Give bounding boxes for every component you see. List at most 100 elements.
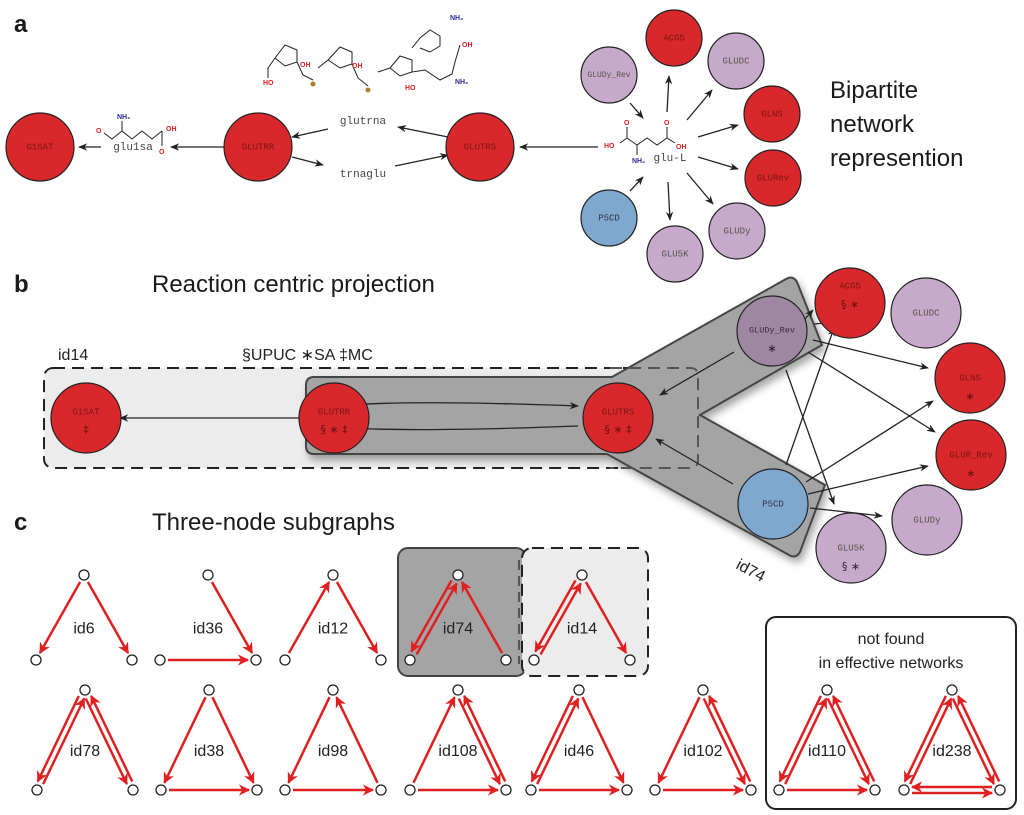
edge: [349, 402, 579, 410]
motif-label: id74: [443, 621, 473, 638]
node-gludc-b: GLUDC: [890, 277, 962, 349]
chem-atom: NH₂: [632, 158, 645, 165]
edge: [394, 153, 449, 167]
edge: [785, 327, 835, 466]
motif-edge: [784, 697, 828, 785]
node-label: GLUDC: [912, 308, 940, 318]
motif-node: [78, 569, 90, 581]
node-glurev-a: GLURev: [744, 149, 802, 207]
node-symbols: § ∗ ‡: [320, 423, 348, 436]
node-gludy-a: GLUDy: [708, 202, 766, 260]
panel-c-title: Three-node subgraphs: [152, 509, 395, 536]
edge: [686, 89, 713, 121]
motif-node: [375, 654, 387, 666]
not-found-box: [765, 616, 1017, 810]
metabolite-glu1sa: glu1sa: [113, 142, 153, 154]
node-glur-rev-b: GLUR_Rev ∗: [935, 419, 1007, 491]
motif-node: [576, 569, 588, 581]
motif-edge: [539, 582, 582, 656]
chem-atom: OH: [300, 62, 311, 69]
group-label-id14: id14: [58, 347, 88, 364]
node-label: GLUDy_Rev: [587, 71, 630, 80]
motif-edge: [957, 694, 1001, 783]
group-label-id74: id74: [733, 557, 768, 586]
chem-atom: O: [664, 120, 670, 127]
motif-node: [649, 784, 661, 796]
motif-node: [821, 684, 833, 696]
motif-node: [203, 684, 215, 696]
motif-edge: [38, 581, 82, 655]
chem-atom: OH: [352, 63, 363, 70]
panel-a-letter: a: [14, 11, 28, 38]
not-found-label-line-1: not found: [858, 631, 925, 648]
motif-id12: id12: [279, 569, 387, 666]
node-label: GLU5K: [837, 543, 865, 553]
panel-b-title: Reaction centric projection: [152, 271, 435, 298]
node-acgs-a: ACGS: [645, 9, 703, 67]
node-glns-a: GLNS: [743, 85, 801, 143]
metabolite-glu-l: glu-L: [653, 153, 686, 165]
motif-id98: id98: [279, 684, 387, 796]
node-label: GLNS: [959, 373, 981, 383]
motif-node: [994, 784, 1006, 796]
motif-node: [528, 654, 540, 666]
motif-edge: [163, 696, 207, 784]
node-p5cd-b: P5CD: [737, 468, 809, 540]
trna-molecule-structure: HO OH OH OH HO NH₂ NH₂: [263, 15, 473, 93]
motif-edge: [287, 580, 331, 654]
chem-atom: O: [96, 128, 102, 135]
motif-label: id6: [73, 621, 94, 638]
node-label: ACGS: [663, 33, 685, 43]
panel-a-title-line-2: network: [830, 111, 915, 138]
motif-edge: [536, 697, 580, 785]
panel-a-title-line-3: represention: [830, 145, 963, 172]
chem-atom: OH: [462, 42, 473, 49]
chem-atom: O: [624, 120, 630, 127]
motif-id74: id74: [404, 569, 512, 666]
motif-node: [79, 684, 91, 696]
edge: [665, 181, 674, 221]
node-glns-b: GLNS ∗: [934, 342, 1006, 414]
edge: [807, 464, 929, 495]
motif-edge: [951, 697, 995, 786]
motif-node: [898, 784, 910, 796]
motif-edge: [86, 581, 130, 655]
motif-node: [327, 569, 339, 581]
motif-edge: [335, 696, 379, 784]
motif-edge: [460, 580, 504, 654]
node-glutrs-b: GLUTRS § ∗ ‡: [582, 382, 654, 454]
motif-node: [946, 684, 958, 696]
edge: [805, 400, 934, 483]
motif-edge: [36, 695, 80, 783]
node-label: GLUDy_Rev: [749, 325, 795, 335]
node-symbols: ∗: [767, 342, 776, 355]
edge: [697, 123, 739, 138]
motif-edge: [778, 695, 822, 783]
motif-node: [621, 784, 633, 796]
motif-edge: [657, 696, 701, 784]
node-symbols: § ∗ ‡: [604, 423, 632, 436]
metabolite-glutrna: glutrna: [340, 116, 387, 128]
node-label: GLNS: [761, 109, 783, 119]
node-label: P5CD: [598, 213, 620, 223]
motif-edge: [909, 697, 953, 785]
motif-edge: [84, 697, 128, 786]
node-glutrs-a: GLUTRS: [445, 112, 515, 182]
edge: [291, 128, 329, 139]
node-acgs-b: ACGS § ∗: [814, 267, 886, 339]
chem-atom: HO: [405, 85, 416, 92]
chem-atom: NH₂: [450, 15, 463, 22]
node-symbols: § ∗: [842, 560, 860, 573]
motif-id38: id38: [155, 684, 263, 796]
node-gludy-rev-a: GLUDy_Rev: [580, 46, 638, 104]
edge: [397, 125, 449, 138]
glu-l-molecule-structure: HO OH O O NH₂: [604, 120, 687, 165]
node-glu5k-a: GLU5K: [646, 225, 704, 283]
motif-edge: [211, 696, 255, 784]
motif-edge: [287, 696, 331, 784]
motif-node: [773, 784, 785, 796]
motif-label: id36: [193, 621, 223, 638]
node-gludy-rev-b: GLUDy_Rev ∗: [736, 295, 808, 367]
motif-node: [452, 684, 464, 696]
